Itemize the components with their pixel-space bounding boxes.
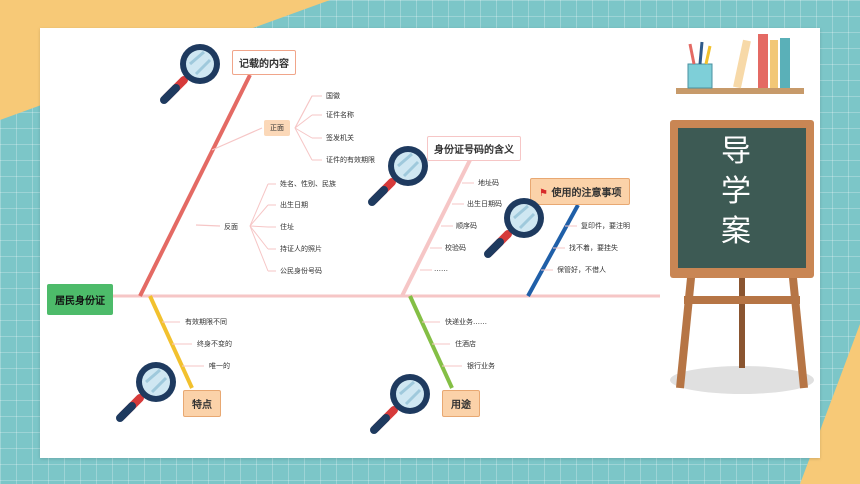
back-item: 姓名、性别、民族: [280, 180, 336, 188]
features-item: 唯一的: [209, 362, 230, 370]
sub-label-front: 正面: [264, 120, 290, 136]
front-item: 证件名称: [326, 111, 354, 119]
notes-title-text: 使用的注意事项: [551, 188, 622, 199]
branch-title-content: 记载的内容: [232, 50, 296, 75]
notes-item: 复印件，要注明: [581, 222, 630, 230]
root-node: 居民身份证: [47, 284, 113, 315]
back-item: 住址: [280, 223, 294, 231]
features-item: 有效期限不同: [185, 318, 227, 326]
notes-item: 保管好，不借人: [557, 266, 606, 274]
magnifier-icon: [368, 146, 428, 206]
features-item: 终身不变的: [197, 340, 232, 348]
number-item: 顺序码: [456, 222, 477, 230]
uses-item: 银行业务: [467, 362, 495, 370]
branch-title-features: 特点: [183, 390, 221, 417]
flag-icon: ⚑: [539, 188, 548, 199]
blackboard-char: 导: [721, 134, 751, 169]
back-item: 出生日期: [280, 201, 308, 209]
number-item: 地址码: [478, 179, 499, 187]
magnifier-icon: [370, 374, 430, 434]
magnifier-icon: [160, 44, 220, 104]
magnifier-icon: [116, 362, 176, 422]
uses-item: 快递业务……: [445, 318, 487, 326]
branch-title-number: 身份证号码的含义: [427, 136, 521, 161]
number-item: 出生日期码: [467, 200, 502, 208]
blackboard-easel: [670, 120, 814, 394]
sub-label-back: 反面: [224, 223, 238, 231]
blackboard-char: 学: [721, 174, 751, 209]
magnifier-icon: [484, 198, 544, 258]
blackboard-char: 案: [721, 214, 751, 249]
back-item: 持证人的照片: [280, 245, 322, 253]
branch-title-notes: ⚑ 使用的注意事项: [530, 178, 631, 205]
bookshelf-illustration: [676, 34, 804, 94]
back-item: 公民身份号码: [280, 267, 322, 275]
branch-title-uses: 用途: [442, 390, 480, 417]
notes-item: 找不着，要挂失: [569, 244, 618, 252]
front-item: 证件的有效期限: [326, 156, 375, 164]
uses-item: 住酒店: [455, 340, 476, 348]
front-item: 签发机关: [326, 134, 354, 142]
number-item: 校验码: [445, 244, 466, 252]
front-item: 国徽: [326, 92, 340, 100]
number-item: ……: [434, 265, 448, 273]
